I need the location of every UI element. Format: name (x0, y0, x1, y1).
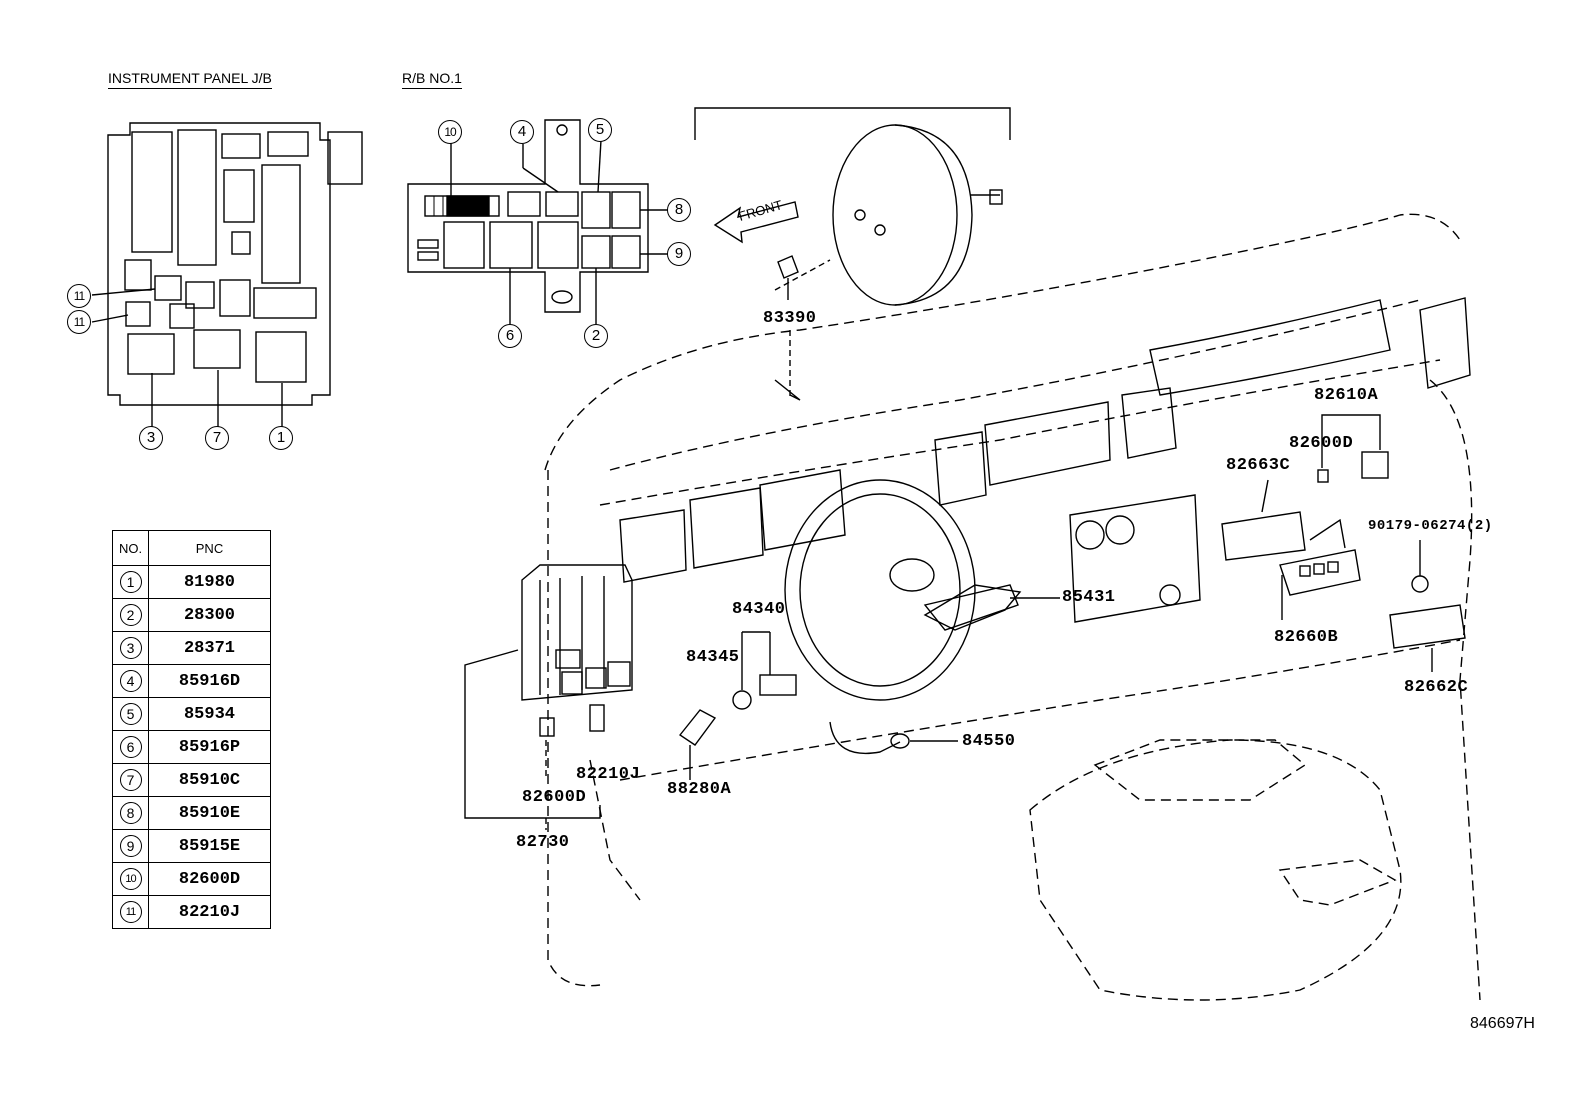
callout-rb-4: 4 (510, 120, 534, 144)
part-label-82663c: 82663C (1226, 456, 1291, 475)
table-row: 2 28300 (112, 598, 271, 632)
part-label-82600d-bottom: 82600D (522, 788, 587, 807)
part-label-82730: 82730 (516, 833, 570, 852)
front-direction-arrow (713, 201, 799, 244)
cover-82663c (1221, 479, 1306, 561)
dashboard-outline (544, 213, 1481, 1001)
table-row: 1 81980 (112, 565, 271, 599)
row-pnc: 28371 (148, 631, 271, 665)
relay-82610a (1317, 414, 1389, 483)
row-pnc: 85916P (148, 730, 271, 764)
column-header-no: NO. (112, 530, 149, 566)
sensor-84550 (829, 721, 958, 754)
part-label-82660b: 82660B (1274, 628, 1339, 647)
row-number: 7 (119, 769, 142, 791)
part-label-90179: 90179-06274(2) (1368, 518, 1493, 534)
row-pnc: 82600D (148, 862, 271, 896)
table-row: 7 85910C (112, 763, 271, 797)
row-number: 6 (119, 736, 142, 758)
part-label-84345: 84345 (686, 648, 740, 667)
instrument-panel-jb-header: INSTRUMENT PANEL J/B (108, 70, 272, 89)
row-pnc: 85910C (148, 763, 271, 797)
table-header-row: NO. PNC (112, 530, 271, 566)
callout-rb-2: 2 (584, 324, 608, 348)
callout-rb-8: 8 (667, 198, 691, 222)
callout-jb-1: 1 (269, 426, 293, 450)
switch-85431 (923, 584, 1060, 631)
switch-88280a (678, 709, 717, 780)
table-row: 9 85915E (112, 829, 271, 863)
table-row: 6 85916P (112, 730, 271, 764)
brake-booster (694, 107, 1011, 306)
callout-rb-9: 9 (667, 242, 691, 266)
row-number: 8 (119, 802, 142, 824)
callout-rb-10: 10 (438, 120, 462, 144)
row-number: 9 (119, 835, 142, 857)
part-label-84340: 84340 (732, 600, 786, 619)
part-label-82610a: 82610A (1314, 386, 1379, 405)
row-pnc: 85916D (148, 664, 271, 698)
part-label-83390: 83390 (763, 309, 817, 328)
bolt-90179 (1411, 540, 1429, 593)
part-label-82600d-top: 82600D (1289, 434, 1354, 453)
row-pnc: 82210J (148, 895, 271, 929)
row-pnc: 85915E (148, 829, 271, 863)
row-pnc: 85934 (148, 697, 271, 731)
row-number: 11 (119, 901, 142, 923)
table-row: 3 28371 (112, 631, 271, 665)
callout-rb-5: 5 (588, 118, 612, 142)
callout-rb-6: 6 (498, 324, 522, 348)
block-82660b (1279, 518, 1361, 620)
relay-holder-82210j (589, 704, 605, 732)
fuse-82600d (539, 717, 555, 780)
table-row: 10 82600D (112, 862, 271, 896)
dashboard-details (619, 297, 1471, 701)
table-row: 4 85916D (112, 664, 271, 698)
relay-block-no1 (407, 119, 668, 324)
rb-no1-header: R/B NO.1 (402, 70, 462, 89)
callout-jb-11a: 11 (67, 284, 91, 308)
callout-jb-7: 7 (205, 426, 229, 450)
row-number: 10 (119, 868, 142, 890)
row-pnc: 85910E (148, 796, 271, 830)
switch-84345 (732, 631, 797, 710)
part-label-85431: 85431 (1062, 588, 1116, 607)
table-row: 11 82210J (112, 895, 271, 929)
diagram-code: 846697H (1470, 1015, 1535, 1032)
junction-block-assembly (464, 564, 633, 830)
part-label-82210j: 82210J (576, 765, 641, 784)
table-row: 5 85934 (112, 697, 271, 731)
table-row: 8 85910E (112, 796, 271, 830)
row-number: 5 (119, 703, 142, 725)
row-pnc: 28300 (148, 598, 271, 632)
row-number: 2 (119, 604, 142, 626)
callout-jb-11b: 11 (67, 310, 91, 334)
column-header-pnc: PNC (148, 530, 271, 566)
row-number: 3 (119, 637, 142, 659)
part-label-84550: 84550 (962, 732, 1016, 751)
part-label-88280a: 88280A (667, 780, 732, 799)
part-number-table: NO. PNC 1 81980 2 28300 3 28371 4 85916D… (112, 530, 271, 929)
instrument-panel-junction-block (91, 122, 363, 430)
cover-82662c (1389, 604, 1466, 672)
row-number: 4 (119, 670, 142, 692)
part-label-82662c: 82662C (1404, 678, 1469, 697)
row-pnc: 81980 (148, 565, 271, 599)
callout-jb-3: 3 (139, 426, 163, 450)
row-number: 1 (119, 571, 142, 593)
